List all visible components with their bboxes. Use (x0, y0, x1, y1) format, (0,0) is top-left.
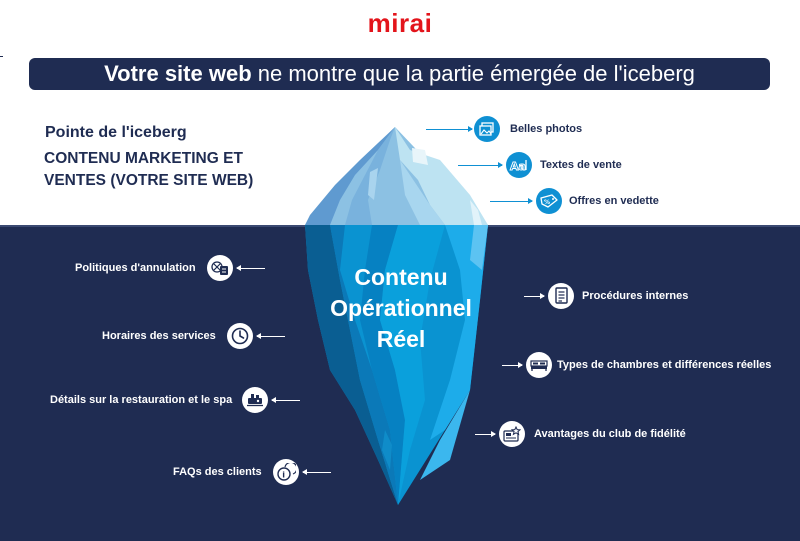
price-tag-icon: % (536, 188, 562, 214)
restaurant-spa-icon (242, 387, 269, 413)
item-label: Avantages du club de fidélité (534, 428, 686, 440)
headline-banner: Votre site web ne montre que la partie é… (29, 58, 770, 90)
item-types-chambres: Types de chambres et différences réelles (502, 352, 771, 378)
arrow-left (301, 468, 331, 475)
item-restauration-spa: Détails sur la restauration et le spa (50, 387, 301, 413)
item-label: Détails sur la restauration et le spa (50, 394, 233, 406)
item-label: Procédures internes (582, 290, 689, 302)
arrow-right (426, 125, 473, 132)
arrow-right (502, 361, 523, 368)
item-label: Textes de vente (540, 159, 622, 171)
headline-bold: Votre site web (104, 61, 252, 86)
bed-icon (526, 352, 552, 378)
arrow-right (475, 430, 496, 437)
item-label: Types de chambres et différences réelles (557, 359, 772, 371)
svg-text:i: i (282, 471, 285, 480)
arrow-right (458, 161, 503, 168)
item-horaires-services: Horaires des services (102, 323, 285, 349)
item-faqs-clients: FAQs des clients i (173, 459, 331, 485)
tip-subtitle-line2: VENTES (VOTRE SITE WEB) (44, 172, 254, 189)
text-aa-icon: Aa (506, 152, 532, 178)
tip-title: Pointe de l'iceberg (45, 124, 187, 141)
tip-subtitle-line1: CONTENU MARKETING ET (44, 150, 243, 167)
item-label: FAQs des clients (173, 466, 262, 478)
cancellation-policy-icon (206, 255, 233, 281)
center-line2: Opérationnel (330, 295, 472, 321)
photos-icon (474, 116, 500, 142)
item-procedures-internes: Procédures internes (524, 283, 688, 309)
document-list-icon (548, 283, 574, 309)
item-label: Offres en vedette (569, 195, 659, 207)
arrow-left (255, 332, 285, 339)
clock-icon (226, 323, 253, 349)
svg-text:Aa: Aa (510, 160, 526, 172)
tip-subtitle: CONTENU MARKETING ET VENTES (VOTRE SITE … (44, 148, 314, 192)
item-textes-de-vente: Aa Textes de vente (458, 152, 622, 178)
arrow-left (235, 264, 265, 271)
edge-mark (0, 56, 3, 57)
mirai-logo: mirai (367, 8, 433, 38)
item-offres-en-vedette: % Offres en vedette (490, 188, 659, 214)
arrow-right (524, 292, 545, 299)
item-politiques-annulation: Politiques d'annulation (75, 255, 265, 281)
item-belles-photos: Belles photos (426, 116, 582, 142)
svg-text:%: % (544, 199, 550, 206)
item-label: Politiques d'annulation (75, 262, 196, 274)
item-club-fidelite: Avantages du club de fidélité (475, 421, 686, 447)
center-line3: Réel (376, 326, 426, 352)
arrow-right (490, 197, 533, 204)
item-label: Belles photos (510, 123, 583, 135)
operational-content-title: Contenu Opérationnel Réel (300, 262, 502, 355)
loyalty-card-icon (499, 421, 525, 447)
arrow-left (271, 396, 301, 403)
center-line1: Contenu (354, 264, 448, 290)
item-label: Horaires des services (102, 330, 216, 342)
faq-info-icon: i (272, 459, 299, 485)
headline-rest: ne montre que la partie émergée de l'ice… (251, 61, 695, 86)
